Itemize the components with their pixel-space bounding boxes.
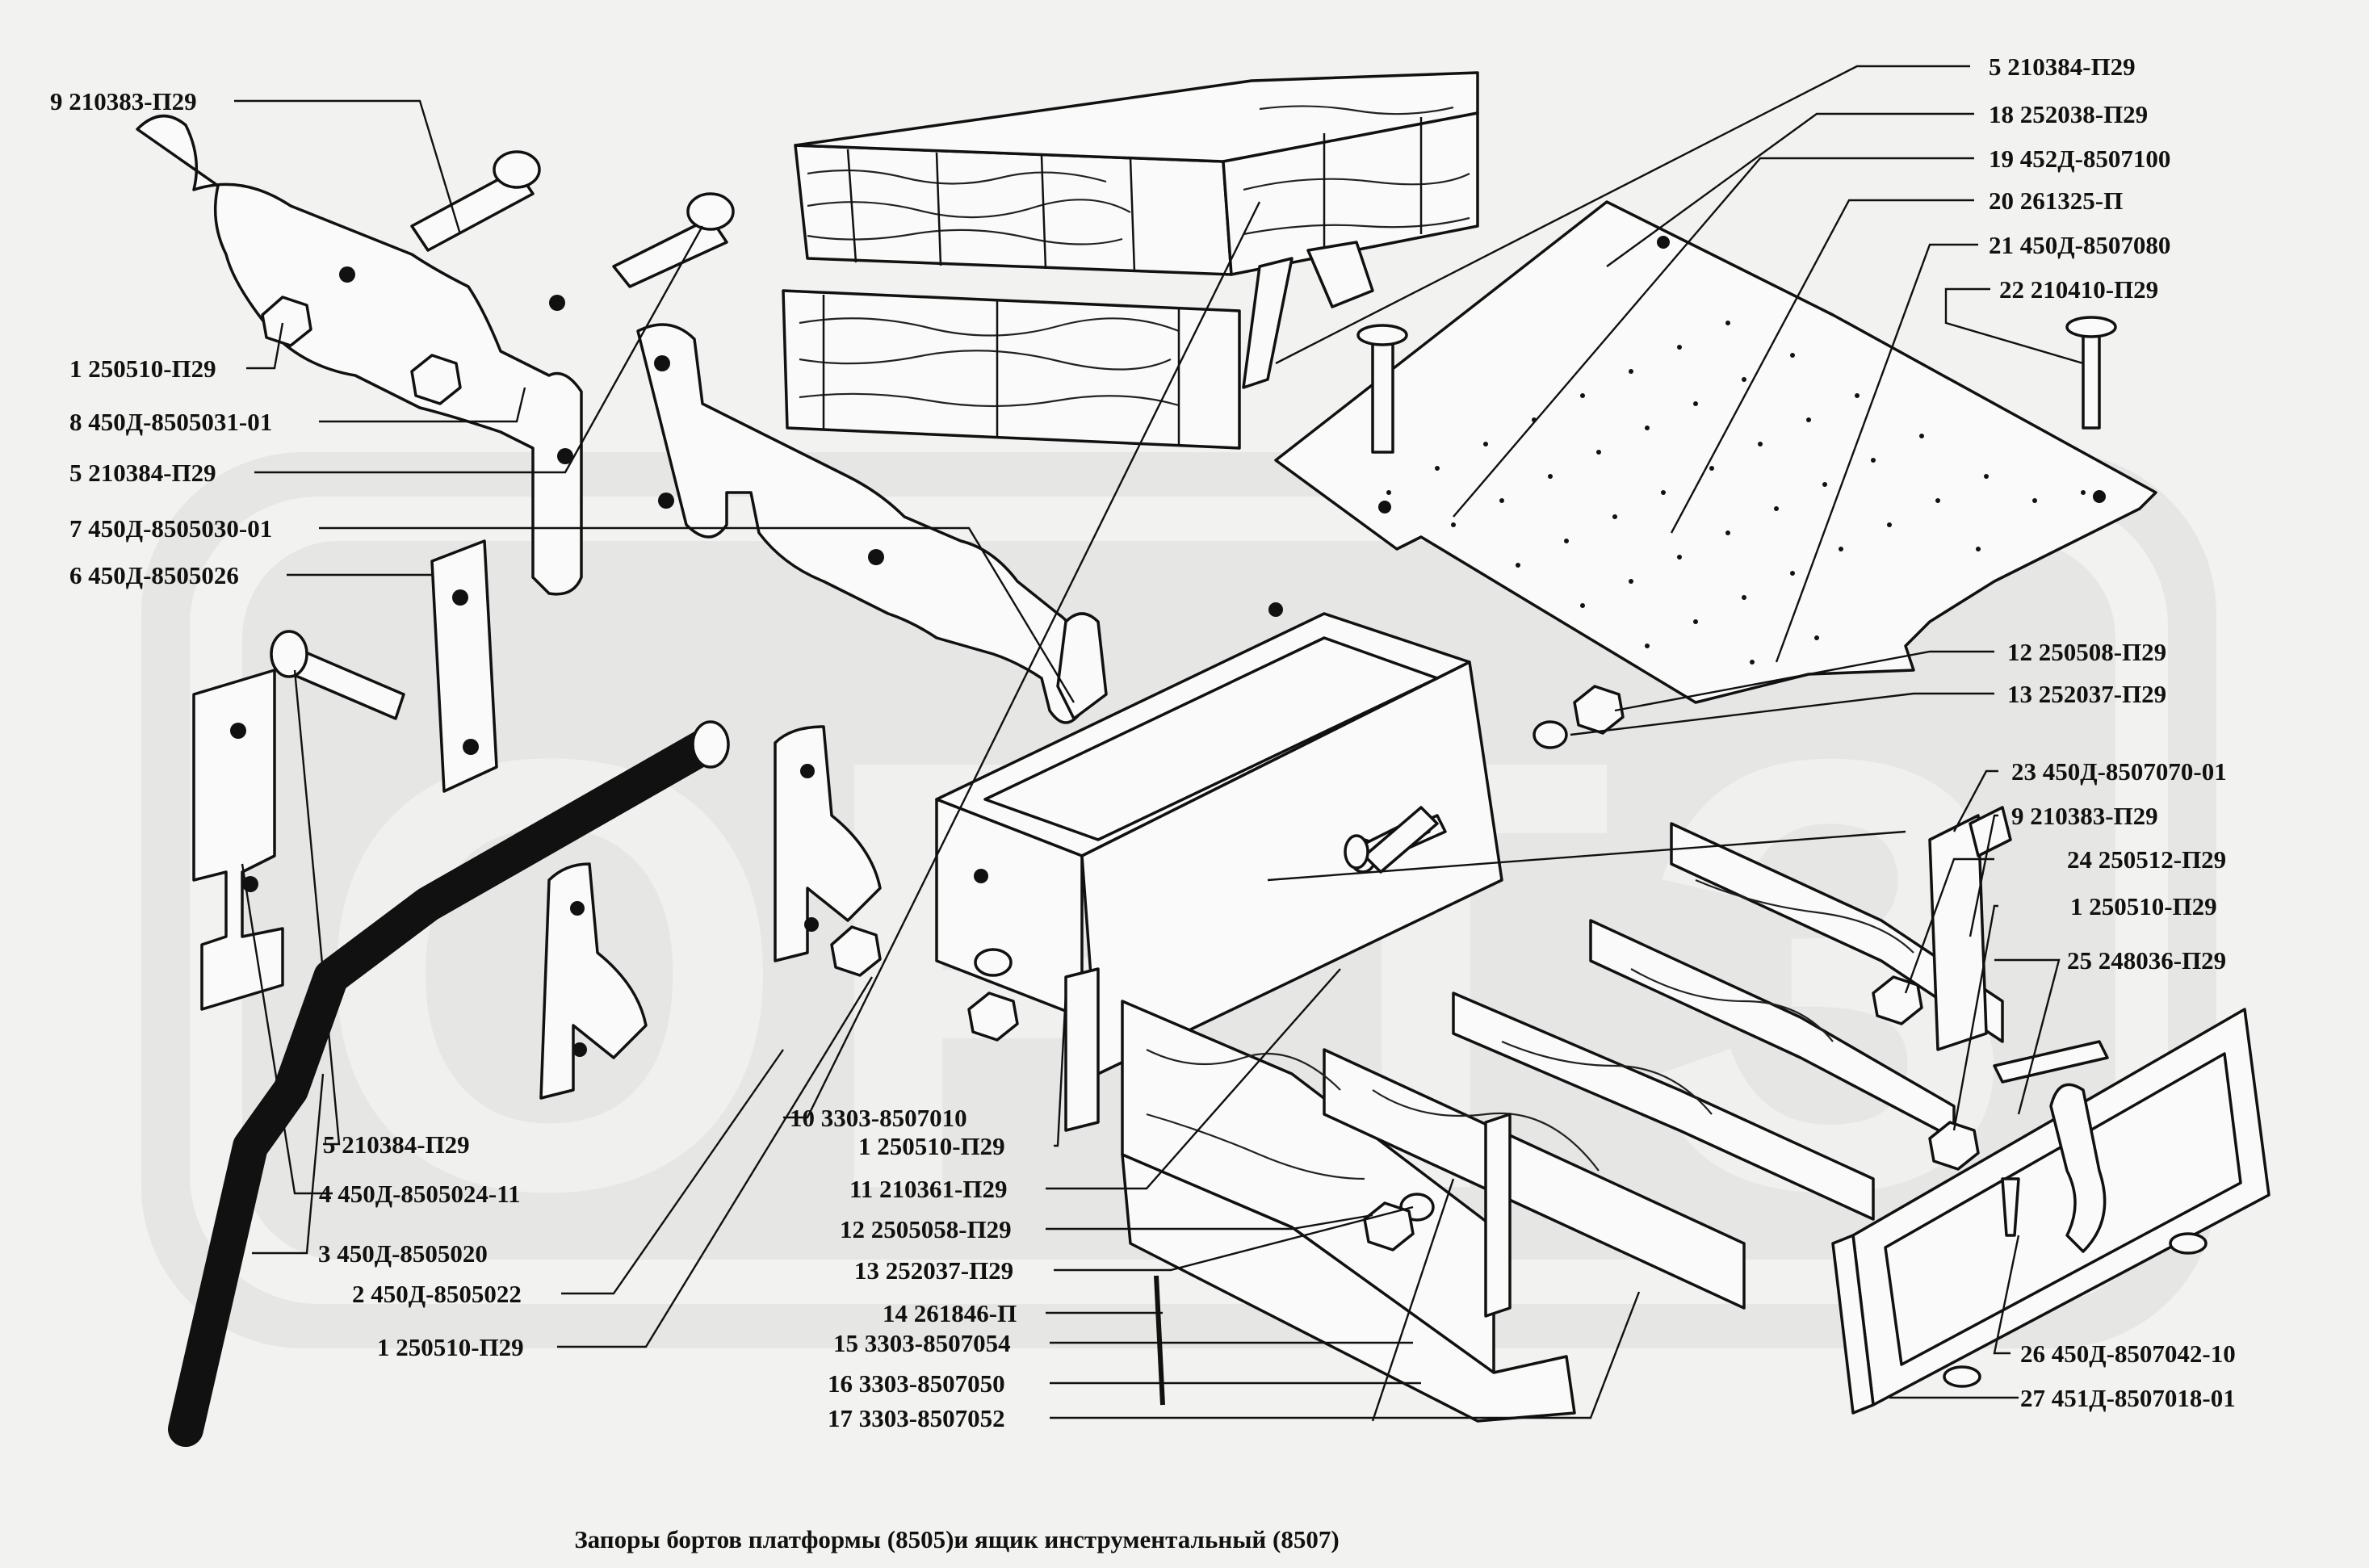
label-24: 24 250512-П29 <box>2067 845 2226 874</box>
label-19: 19 452Д-8507100 <box>1989 145 2170 173</box>
washer-nut-15 <box>1363 1193 1435 1251</box>
bolt-5-plate <box>1356 324 1408 454</box>
label-27: 27 451Д-8507018-01 <box>2020 1384 2236 1412</box>
label-13-bottom: 13 252037-П29 <box>854 1256 1013 1285</box>
part-labels: 9 210383-П29 1 250510-П29 8 450Д-8505031… <box>50 52 2236 1432</box>
bolt-middle <box>1344 806 1439 874</box>
lid-handle <box>2049 1083 2107 1253</box>
label-5-top: 5 210384-П29 <box>69 459 216 487</box>
label-23: 23 450Д-8507070-01 <box>2011 757 2227 786</box>
label-21: 21 450Д-8507080 <box>1989 231 2170 259</box>
label-12-right: 12 250508-П29 <box>2007 638 2166 666</box>
clamp-2 <box>774 725 882 962</box>
lock-plate <box>636 323 1108 724</box>
clamp-2b <box>539 862 648 1100</box>
bolt-210384-top <box>612 192 735 288</box>
label-6: 6 450Д-8505026 <box>69 561 239 589</box>
label-2: 2 450Д-8505022 <box>352 1280 522 1308</box>
nut-25 <box>1928 1121 1980 1171</box>
label-9-right: 9 210383-П29 <box>2011 802 2158 830</box>
label-16: 16 3303-8507050 <box>828 1369 1005 1398</box>
label-12-bottom: 12 2505058-П29 <box>840 1215 1012 1243</box>
label-20: 20 261325-П <box>1989 187 2123 215</box>
label-22: 22 210410-П29 <box>1999 275 2158 304</box>
diagram-caption: Запоры бортов платформы (8505)и ящик инс… <box>574 1525 1339 1553</box>
label-26: 26 450Д-8507042-10 <box>2020 1340 2236 1368</box>
floor-plate <box>1274 200 2157 704</box>
label-14: 14 261846-П <box>883 1299 1017 1327</box>
cam-shaft <box>168 720 730 1447</box>
bolt-22 <box>2065 316 2117 430</box>
label-25: 25 248036-П29 <box>2067 946 2226 975</box>
leader-lines <box>234 65 2084 1422</box>
label-10: 10 3303-8507010 <box>790 1104 967 1132</box>
truck-platform <box>782 71 1479 450</box>
label-17: 17 3303-8507052 <box>828 1404 1005 1432</box>
screw-26 <box>2001 1177 2020 1237</box>
boards <box>1121 822 2004 1423</box>
label-1-bottom: 1 250510-П29 <box>377 1333 524 1361</box>
tool-box-lid <box>1831 1008 2270 1415</box>
label-1-center: 1 250510-П29 <box>858 1132 1005 1160</box>
label-5-mid: 5 210384-П29 <box>323 1130 470 1159</box>
label-9-left: 9 210383-П29 <box>50 87 197 115</box>
bolt-210383-top <box>410 150 541 252</box>
hinge-25 <box>1993 1040 2109 1084</box>
nuts-top <box>261 296 462 405</box>
label-3: 3 450Д-8505020 <box>318 1239 488 1268</box>
label-13-right: 13 252037-П29 <box>2007 680 2166 708</box>
label-4: 4 450Д-8505024-11 <box>319 1180 521 1208</box>
label-7: 7 450Д-8505030-01 <box>69 514 272 543</box>
label-8: 8 450Д-8505031-01 <box>69 408 272 436</box>
label-11: 11 210361-П29 <box>849 1175 1007 1203</box>
label-1-right: 1 250510-П29 <box>2070 892 2217 920</box>
label-5-right: 5 210384-П29 <box>1989 52 2136 81</box>
bracket-4 <box>192 669 284 1011</box>
tool-box <box>935 602 1503 1075</box>
bolt-210384-left <box>270 630 405 720</box>
washer-nut-pair-1 <box>967 948 1019 1042</box>
strip-6 <box>430 539 498 793</box>
label-1-left: 1 250510-П29 <box>69 354 216 383</box>
angle-bracket-11 <box>1064 967 1512 1318</box>
nut-left <box>830 925 882 977</box>
label-15: 15 3303-8507054 <box>833 1329 1011 1357</box>
nut-24 <box>1872 975 1923 1025</box>
washer-nut-pair-2 <box>1533 685 1625 749</box>
label-18: 18 252038-П29 <box>1989 100 2148 128</box>
